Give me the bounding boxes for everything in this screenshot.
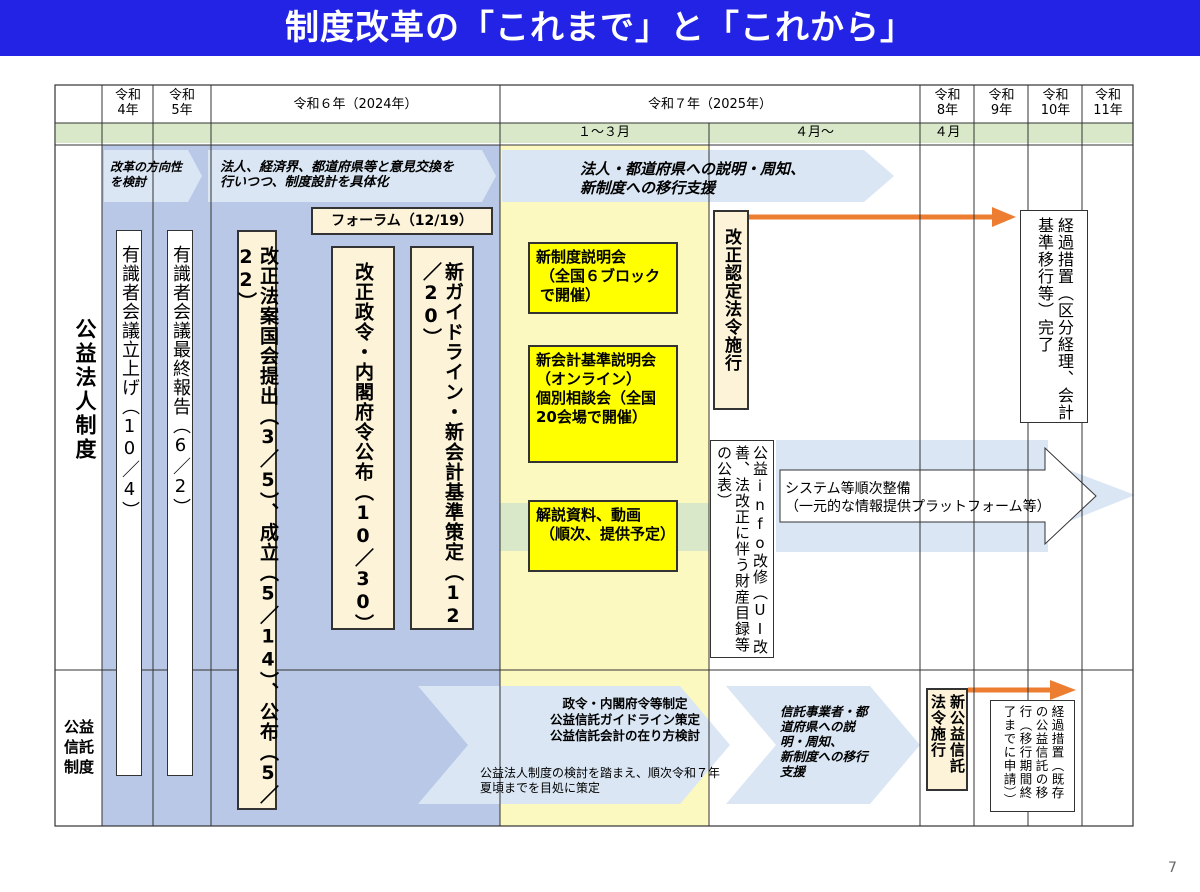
briefing-box: 新制度説明会 （全国６ブロックで開催） [528, 242, 678, 314]
experts-report-text: 有識者会議最終報告（6／2） [170, 245, 191, 517]
cabinet-order-box: 改正政令・内閣府令公布（10／30） [331, 246, 395, 634]
arrow-system [779, 446, 1097, 546]
arrow-trust-main-text: 政令・内閣府令等制定 公益信託ガイドライン策定 公益信託会計の在り方検討 [549, 696, 700, 743]
materials-title: 解説資料、動画 [536, 506, 642, 524]
page-number: 7 [1168, 860, 1177, 876]
guideline-text: 新ガイドライン・新会計基準策定（12／20） [420, 262, 464, 628]
arrow-exchange-text: 法人、経済界、都道府県等と意見交換を 行いつつ、制度設計を具体化 [220, 160, 455, 190]
year-r5: 令和 5年 [168, 88, 195, 118]
title-bar [0, 0, 1200, 56]
orange-arrowhead-2 [1050, 680, 1076, 700]
trust-transition-box: 経過措置（既存の公益信託の移行（移行期間終了までに申請）） [990, 700, 1075, 812]
accounting-sub: 個別相談会（全国20会場で開催） [536, 389, 657, 426]
koueki-info-box: 公益info改修（UI改善、法改正に伴う財産目録等の公表） [710, 440, 774, 658]
trust-enforce-box: 新公益信託法令施行 [926, 688, 968, 791]
row-label-koueki-shintaku: 公益信託制度 [63, 718, 94, 776]
arrow-trust-main [418, 686, 730, 804]
guideline-box: 新ガイドライン・新会計基準策定（12／20） [410, 246, 474, 630]
experts-report-box: 有識者会議最終報告（6／2） [167, 230, 193, 776]
briefing-title: 新制度説明会 [536, 248, 627, 266]
arrow-system-text: システム等順次整備 （一元的な情報提供プラットフォーム等） [785, 481, 1051, 515]
period-q1: １～３月 [577, 125, 630, 140]
experts-launch-text: 有識者会議立上げ（10／4） [119, 245, 140, 520]
table-border [54, 84, 1134, 827]
orange-arrowhead-1 [992, 207, 1016, 227]
arrow-trust-support-text: 信託事業者・都 道府県への説 明・周知、 新制度への移行 支援 [780, 704, 868, 779]
arrow-exchange [208, 150, 496, 202]
page-title: 制度改革の「これまで」と「これから」 [285, 8, 915, 48]
accounting-box: 新会計基準説明会（オンライン） 個別相談会（全国20会場で開催） [528, 345, 678, 463]
materials-sub: （順次、提供予定） [540, 525, 676, 543]
arrow-explain-text: 法人・都道府県への説明・周知、 新制度への移行支援 [580, 160, 806, 197]
forum-box: フォーラム（12/19） [311, 207, 493, 235]
act-enforce-text: 改正認定法令施行 [721, 228, 741, 372]
year-r10: 令和 10年 [1040, 88, 1071, 118]
cabinet-order-text: 改正政令・内閣府令公布（10／30） [352, 262, 374, 634]
trust-transition-text: 経過措置（既存の公益信託の移行（移行期間終了までに申請）） [1001, 705, 1065, 807]
row-label-koueki-houjin: 公益法人制度 [73, 318, 97, 462]
bill-text: 改正法案国会提出（3／5）、成立（5／14）、公布（5／22） [235, 246, 279, 805]
act-enforce-box: 改正認定法令施行 [713, 210, 749, 410]
arrow-direction-text: 改革の方向性 を検討 [110, 160, 183, 189]
transition-box: 経過措置（区分経理、会計基準移行等）完了 [1020, 210, 1088, 423]
transition-text: 経過措置（区分経理、会計基準移行等）完了 [1035, 217, 1074, 421]
accounting-title: 新会計基準説明会（オンライン） [536, 351, 657, 388]
experts-launch-box: 有識者会議立上げ（10／4） [116, 230, 142, 776]
year-r9: 令和 9年 [988, 88, 1015, 118]
bill-box: 改正法案国会提出（3／5）、成立（5／14）、公布（5／22） [235, 230, 279, 810]
arrow-trust-note-text: 公益法人制度の検討を踏まえ、順次令和７年 夏頃までを目処に策定 [480, 766, 721, 795]
materials-box: 解説資料、動画 （順次、提供予定） [528, 500, 678, 572]
period-r8-april: ４月 [934, 125, 961, 140]
arrow-trust-support [726, 686, 920, 804]
year-r8: 令和 8年 [934, 88, 961, 118]
trust-enforce-text: 新公益信託法令施行 [929, 694, 966, 774]
sub-period-band [56, 123, 1133, 143]
briefing-sub: （全国６ブロックで開催） [540, 267, 661, 304]
year-r4: 令和 4年 [114, 88, 141, 118]
year-r6: 令和６年（2024年） [293, 97, 418, 112]
year-r11: 令和 11年 [1093, 88, 1123, 118]
year-r7: 令和７年（2025年） [647, 97, 773, 112]
koueki-info-text: 公益info改修（UI改善、法改正に伴う財産目録等の公表） [715, 445, 769, 655]
arrow-explain [502, 150, 894, 202]
period-april: ４月～ [794, 125, 834, 140]
